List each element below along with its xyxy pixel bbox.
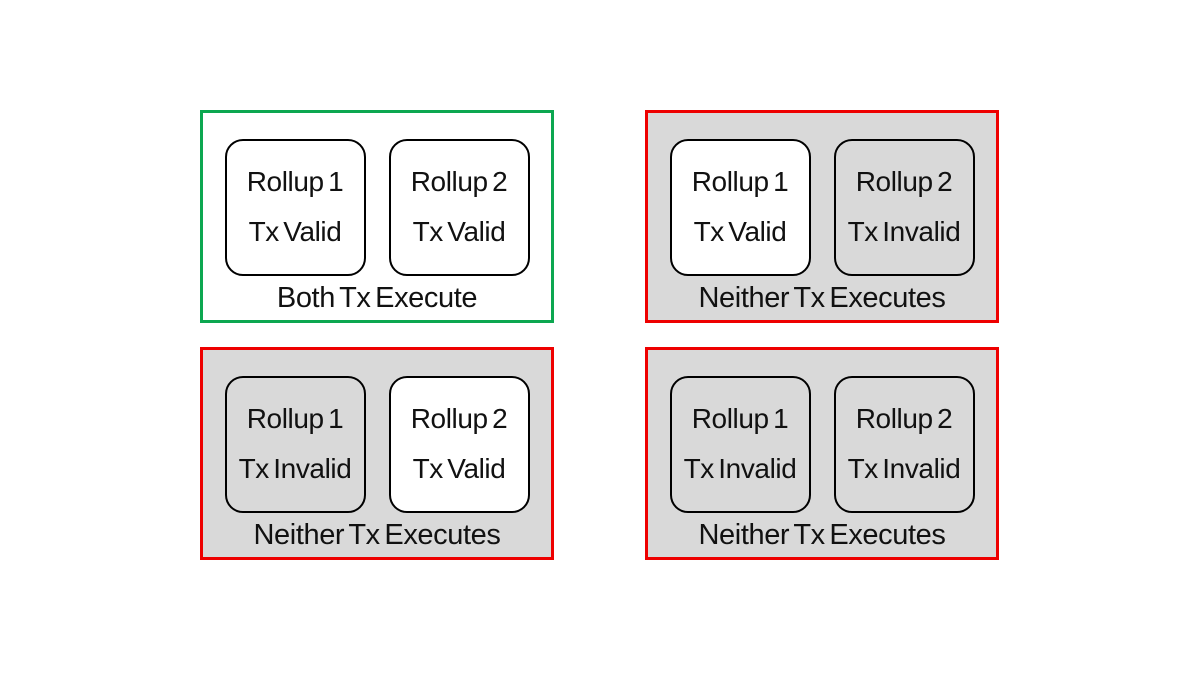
rollup-title: Rollup 2 [855, 166, 953, 198]
rollup-title: Rollup 1 [246, 166, 344, 198]
rollup-2-box: Rollup 2 Tx Valid [388, 139, 530, 276]
panel-caption: Neither Tx Executes [698, 281, 946, 314]
panel-rollup2-invalid: Rollup 1 Tx Valid Rollup 2 Tx Invalid Ne… [645, 110, 999, 323]
panel-both-valid: Rollup 1 Tx Valid Rollup 2 Tx Valid Both… [200, 110, 554, 323]
rollup-title: Rollup 1 [691, 403, 789, 435]
tx-status: Tx Invalid [847, 216, 961, 247]
rollup-title: Rollup 2 [855, 403, 953, 435]
tx-status: Tx Invalid [847, 453, 961, 484]
panel-caption: Both Tx Execute [276, 281, 478, 314]
panel-both-invalid: Rollup 1 Tx Invalid Rollup 2 Tx Invalid … [645, 347, 999, 560]
tx-status: Tx Valid [412, 216, 506, 247]
tx-status: Tx Valid [248, 216, 342, 247]
tx-status: Tx Invalid [683, 453, 797, 484]
rollup-title: Rollup 2 [410, 166, 508, 198]
rollup-box-row: Rollup 1 Tx Invalid Rollup 2 Tx Valid [203, 376, 551, 513]
panel-caption: Neither Tx Executes [253, 518, 501, 551]
rollup-box-row: Rollup 1 Tx Valid Rollup 2 Tx Valid [203, 139, 551, 276]
tx-status: Tx Valid [693, 216, 787, 247]
rollup-2-box: Rollup 2 Tx Invalid [833, 139, 975, 276]
rollup-1-box: Rollup 1 Tx Valid [669, 139, 811, 276]
rollup-box-row: Rollup 1 Tx Invalid Rollup 2 Tx Invalid [648, 376, 996, 513]
rollup-2-box: Rollup 2 Tx Invalid [833, 376, 975, 513]
rollup-title: Rollup 2 [410, 403, 508, 435]
rollup-title: Rollup 1 [691, 166, 789, 198]
rollup-1-box: Rollup 1 Tx Invalid [669, 376, 811, 513]
panel-caption: Neither Tx Executes [698, 518, 946, 551]
rollup-title: Rollup 1 [246, 403, 344, 435]
panel-rollup1-invalid: Rollup 1 Tx Invalid Rollup 2 Tx Valid Ne… [200, 347, 554, 560]
rollup-1-box: Rollup 1 Tx Valid [224, 139, 366, 276]
rollup-2-box: Rollup 2 Tx Valid [388, 376, 530, 513]
rollup-1-box: Rollup 1 Tx Invalid [224, 376, 366, 513]
tx-status: Tx Valid [412, 453, 506, 484]
rollup-box-row: Rollup 1 Tx Valid Rollup 2 Tx Invalid [648, 139, 996, 276]
tx-status: Tx Invalid [238, 453, 352, 484]
